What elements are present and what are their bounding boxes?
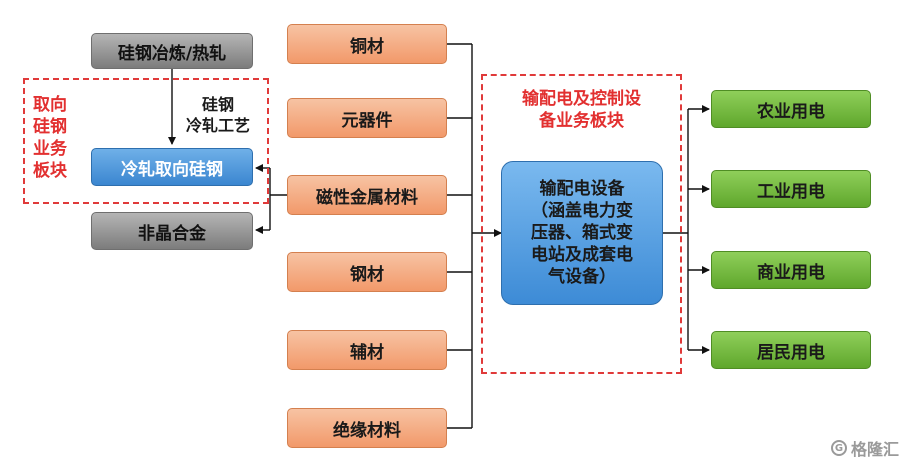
material-insulation: 绝缘材料 [287,408,447,448]
use-agricultural: 农业用电 [711,90,871,128]
watermark-logo-icon: G [830,440,847,456]
material-steel: 钢材 [287,252,447,292]
transmission-control-segment [481,74,682,374]
segment-label-transmission: 输配电及控制设 备业务板块 [522,89,641,131]
use-residential: 居民用电 [711,331,871,369]
use-commercial: 商业用电 [711,251,871,289]
material-copper: 铜材 [287,24,447,64]
cold-rolled-oriented-silicon-steel-box: 冷轧取向硅钢 [91,148,253,186]
material-magnetic-metal: 磁性金属材料 [287,175,447,215]
smelting-hot-rolling-box: 硅钢冶炼/热轧 [91,33,253,69]
amorphous-alloy-box: 非晶合金 [91,212,253,250]
use-industrial: 工业用电 [711,170,871,208]
segment-label-oriented: 取向 硅钢 业务 板块 [33,95,67,181]
material-auxiliary: 辅材 [287,330,447,370]
cold-rolling-process-label: 硅钢 冷轧工艺 [185,95,250,135]
transmission-equipment-box: 输配电设备 （涵盖电力变 压器、箱式变 电站及成套电 气设备） [501,161,663,305]
watermark-text: 格隆汇 [850,440,899,459]
oriented-silicon-steel-segment [23,78,269,204]
material-components: 元器件 [287,98,447,138]
watermark: G 格隆汇 [830,436,899,460]
